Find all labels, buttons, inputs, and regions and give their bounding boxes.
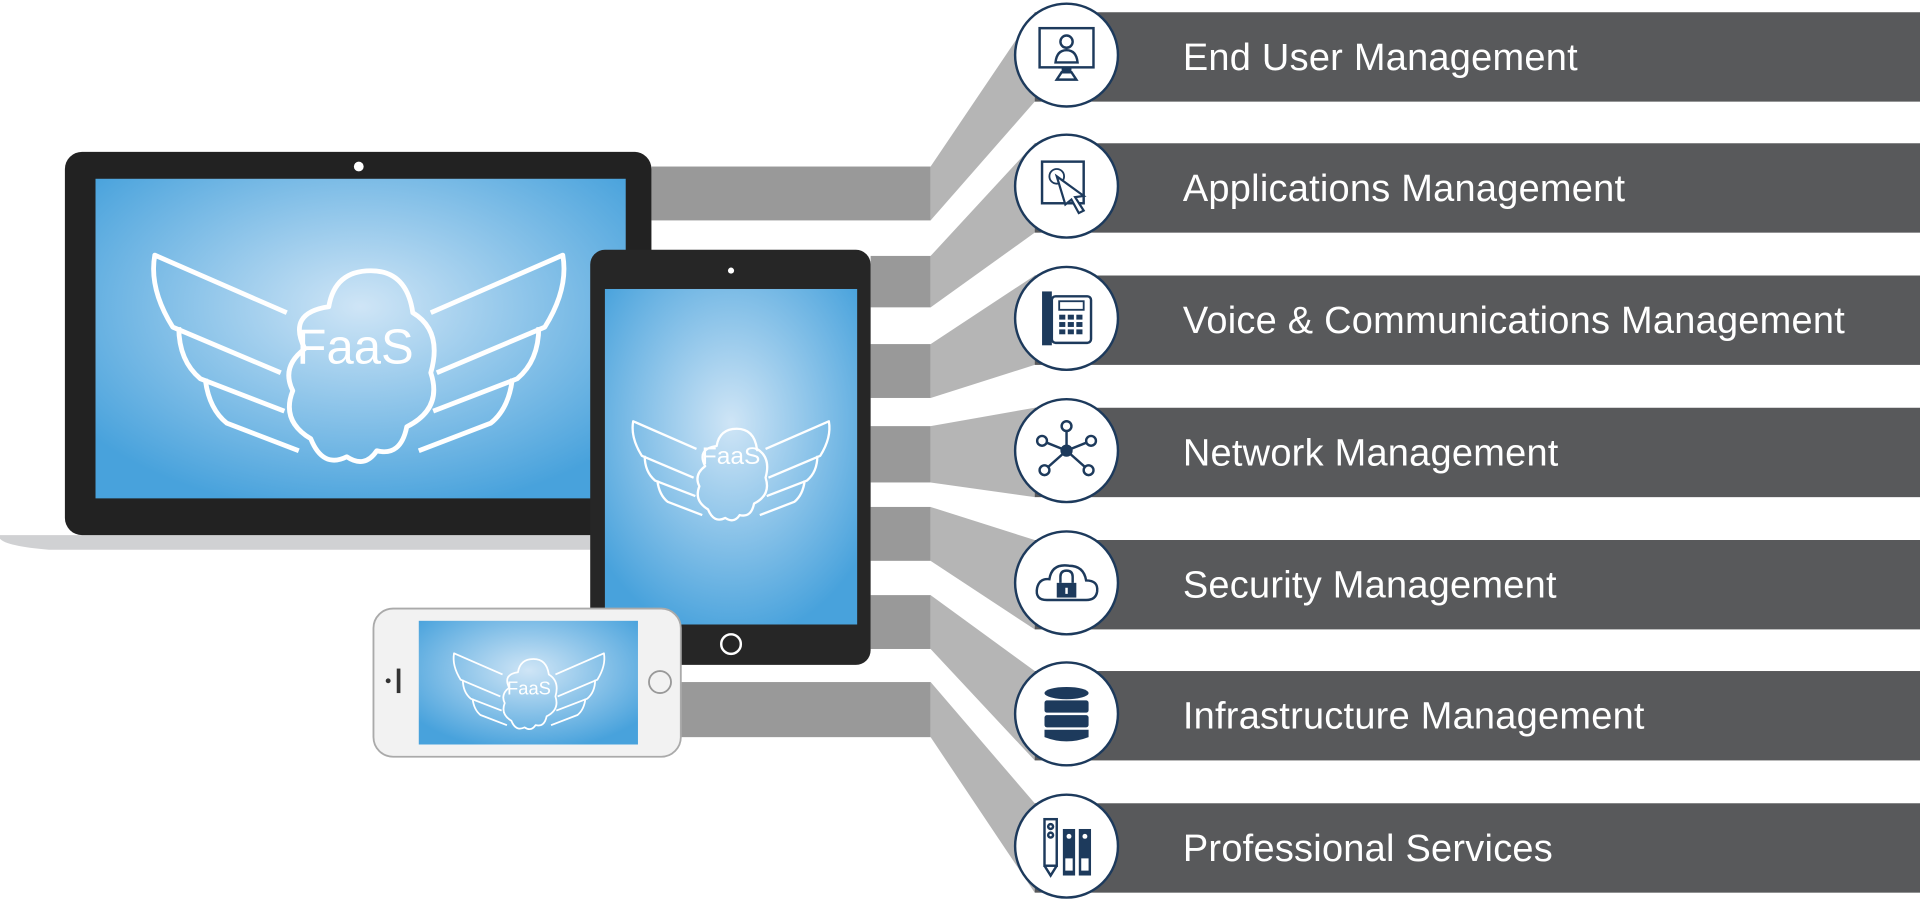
- phone: [372, 607, 682, 758]
- service-label: Network Management: [1182, 431, 1559, 474]
- service-label: Professional Services: [1182, 826, 1554, 870]
- service-label: Security Management: [1182, 563, 1557, 607]
- service-bar: Voice & Communications Management: [1013, 265, 1920, 372]
- faas-wings-logo: [151, 252, 567, 464]
- service-label: Applications Management: [1182, 166, 1626, 210]
- laptop-logo-text: FaaS: [296, 320, 414, 375]
- service-bar: Infrastructure Management: [1013, 661, 1920, 767]
- service-bar: Professional Services: [1013, 793, 1920, 899]
- binders-icon: [1013, 793, 1120, 899]
- connector-diagonal: [930, 682, 1035, 893]
- connector-strip: [870, 426, 931, 483]
- service-bar: End User Management: [1013, 2, 1920, 108]
- user-monitor-icon: [1013, 2, 1120, 108]
- faas-wings-logo: [452, 652, 606, 730]
- connector-strip: [870, 595, 931, 649]
- phone-logo-text: FaaS: [507, 678, 551, 700]
- connector-strip: [870, 506, 931, 561]
- cloud-lock-icon: [1013, 530, 1120, 636]
- connector-diagonal: [930, 143, 1035, 308]
- connector-strip: [680, 682, 931, 738]
- service-bar: Network Management: [1013, 397, 1920, 504]
- service-bar: Security Management: [1013, 530, 1920, 636]
- connector-diagonal: [930, 407, 1035, 498]
- connector-diagonal: [930, 595, 1035, 761]
- connector-diagonal: [930, 275, 1035, 398]
- tablet-logo-text: FaaS: [701, 443, 761, 471]
- network-hub-icon: [1013, 397, 1120, 504]
- service-label: End User Management: [1182, 35, 1578, 79]
- connector-diagonal: [930, 12, 1035, 221]
- faas-wings-logo: [631, 420, 831, 522]
- desk-phone-icon: [1013, 265, 1120, 372]
- service-bar: Applications Management: [1013, 133, 1920, 239]
- connector-diagonal: [930, 506, 1035, 630]
- connector-strip: [870, 344, 931, 398]
- connector-strip: [870, 255, 931, 308]
- connector-strip: [651, 166, 931, 221]
- service-label: Infrastructure Management: [1182, 694, 1645, 738]
- database-icon: [1013, 661, 1120, 767]
- cursor-click-icon: [1013, 133, 1120, 239]
- service-label: Voice & Communications Management: [1182, 298, 1846, 342]
